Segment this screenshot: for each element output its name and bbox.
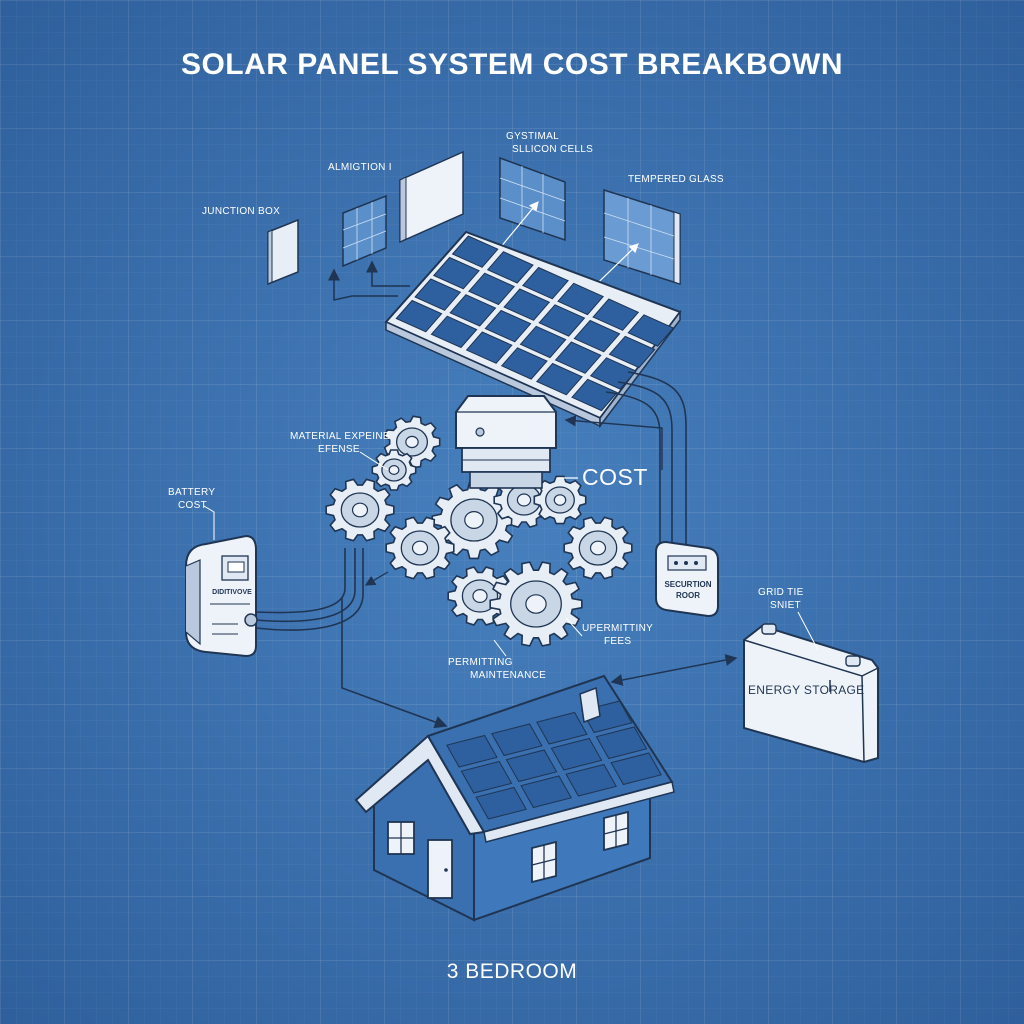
energy-storage-battery (743, 623, 879, 764)
roof-panel-cell (610, 752, 662, 786)
panel-cell (451, 235, 499, 268)
inverter-text-line1: SECURTION (664, 580, 712, 589)
panel-cell (592, 298, 640, 331)
gear-icon (385, 516, 455, 580)
gear-icon (325, 478, 395, 542)
gear-icon (371, 449, 417, 491)
panel-cell (627, 314, 675, 347)
panel-cell (519, 325, 567, 359)
inverter-text-line2: ROOR (676, 591, 700, 600)
gear-icon (447, 566, 513, 626)
roof-panel-cell (475, 786, 527, 820)
panel-cell (465, 331, 513, 364)
panel-cell (414, 278, 462, 311)
gear-icon (563, 516, 633, 580)
panel-cell (573, 319, 621, 353)
permitting-maintenance-label-line1: PERMITTING (448, 657, 513, 668)
panel-cell (557, 282, 605, 316)
panel-cell (484, 309, 532, 343)
almigtion-label: ALMIGTION I (328, 162, 392, 173)
permitting-fees-label-line1: UPERMITTINY (582, 623, 654, 634)
inverter-box (655, 540, 719, 618)
panel-cell (432, 256, 480, 290)
panel-cell-grid (395, 235, 675, 412)
roof-panel-cell (536, 711, 588, 745)
roof-panel-cell (520, 775, 572, 809)
gear-icon (533, 475, 587, 525)
panel-cell (449, 294, 497, 327)
house-window-left (387, 821, 415, 855)
label-leaders (203, 451, 819, 657)
gear-icon (489, 561, 583, 647)
silicon-cells-layer (499, 156, 566, 242)
junction-box-component (267, 218, 299, 286)
panel-cell (503, 288, 551, 321)
roof-panel-cell (460, 760, 513, 794)
panel-cell (589, 357, 637, 390)
energy-storage-label: ENERGY STORAGE (748, 683, 865, 697)
roof-panel-cell (550, 737, 603, 771)
roof-panel-cell (565, 763, 617, 797)
panel-cell (608, 335, 656, 369)
cells-label-line1: GYSTIMAL (506, 131, 559, 142)
panel-cell (486, 251, 534, 284)
grid-tie-label-line2: SNIET (770, 600, 801, 611)
permitting-maintenance-label-line2: MAINTENANCE (470, 670, 547, 681)
tempered-glass-label: TEMPERED GLASS (628, 174, 724, 185)
house-caption: 3 BEDROOM (446, 960, 578, 983)
panel-cell (535, 362, 583, 396)
cells-label-line2: SLLICON CELLS (512, 144, 594, 155)
panel-cell (395, 299, 443, 333)
panel-cell (521, 266, 569, 300)
permitting-fees-label-line2: FEES (604, 636, 632, 647)
tempered-glass-layer (603, 188, 681, 286)
panel-cell (571, 378, 619, 412)
backsheet-layer (399, 150, 464, 244)
material-expense-label-line1: MATERIAL EXPEINE (290, 431, 390, 442)
grid-tie-label-line1: GRID TIE (758, 587, 804, 598)
house (354, 674, 675, 922)
aluminium-frame-layer (342, 194, 387, 268)
wiring (255, 371, 738, 729)
panel-cell (538, 304, 586, 337)
battery-cost-label-line1: BATTERY (168, 487, 216, 498)
material-expense-label-line2: EFENSE (318, 444, 360, 455)
roof-panel-cell (446, 734, 498, 768)
house-window-right1 (531, 840, 557, 884)
cost-label: COST (582, 464, 648, 490)
roof-panel-cell (595, 726, 648, 760)
roof-solar-panels (446, 700, 662, 820)
roof-panel-cell (491, 723, 543, 757)
house-window-right2 (603, 810, 629, 852)
panel-cell (430, 315, 478, 349)
panel-cell (554, 341, 602, 374)
house-door (427, 839, 453, 899)
roof-panel-cell (505, 749, 558, 783)
diagram-title: SOLAR PANEL SYSTEM COST BREAKBOWN (180, 48, 844, 81)
junction-box-label: JUNCTION BOX (202, 206, 281, 217)
cost-block (455, 395, 578, 489)
battery-cost-meter (185, 534, 258, 658)
panel-cell (468, 272, 516, 306)
panel-cell (500, 347, 548, 380)
meter-display-text: DIDITIVOVE (212, 589, 252, 596)
battery-cost-label-line2: COST (178, 500, 207, 511)
